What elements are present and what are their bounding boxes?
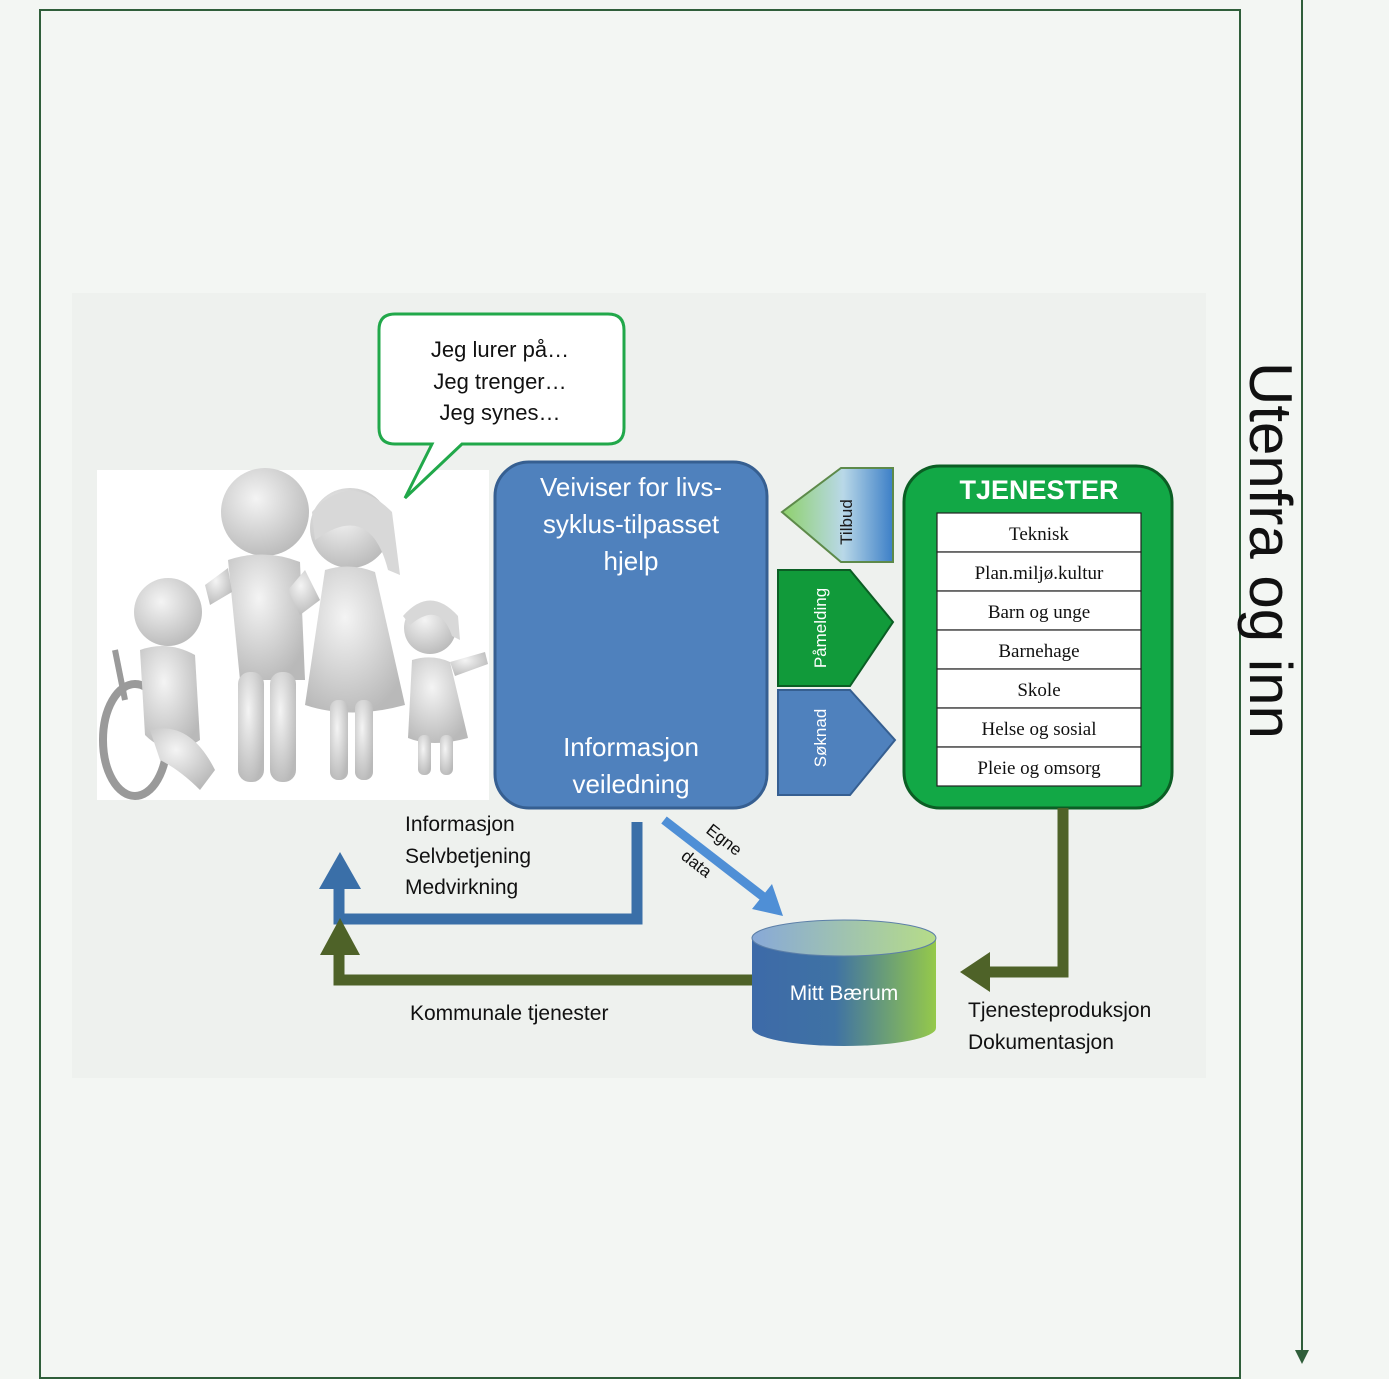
production-line-2: Dokumentasjon <box>968 1031 1114 1054</box>
guide-title-line-2: syklus-tilpasset <box>543 509 720 539</box>
bubble-line-3: Jeg synes… <box>439 400 560 425</box>
channel-information: Informasjon <box>405 813 515 836</box>
production-arrow <box>960 808 1069 992</box>
service-row <box>936 707 1142 748</box>
family-illustration <box>97 468 489 800</box>
bubble-line-1: Jeg lurer på… <box>431 337 569 362</box>
service-item: Helse og sosial <box>981 719 1096 740</box>
application-arrow: Søknad <box>777 689 897 796</box>
guide-title-line-3: hjelp <box>604 546 659 576</box>
bubble-line-2: Jeg trenger… <box>433 369 566 394</box>
service-item: Barn og unge <box>988 602 1090 623</box>
signup-arrow: Påmelding <box>777 569 895 687</box>
service-item: Plan.miljø.kultur <box>975 563 1104 584</box>
service-row <box>936 590 1142 631</box>
database-label: Mitt Bærum <box>790 982 899 1005</box>
services-title: TJENESTER <box>959 475 1118 505</box>
guide-bottom-line-2: veiledning <box>572 769 689 799</box>
own-data-arrow: Egne data <box>661 816 783 916</box>
service-item: Pleie og omsorg <box>977 758 1101 779</box>
database-cylinder: Mitt Bærum <box>751 919 937 1046</box>
service-row <box>936 746 1142 787</box>
guide-bottom-line-1: Informasjon <box>563 732 699 762</box>
service-item: Barnehage <box>998 641 1079 662</box>
municipal-services-label: Kommunale tjenester <box>410 1002 608 1025</box>
service-row <box>936 668 1142 709</box>
application-label: Søknad <box>811 709 830 768</box>
service-item: Teknisk <box>1009 524 1069 545</box>
channel-participation: Medvirkning <box>405 876 518 899</box>
service-item: Skole <box>1017 680 1060 701</box>
municipal-arrow <box>320 918 752 986</box>
blue-return-arrow <box>319 822 643 925</box>
speech-bubble: Jeg lurer på… Jeg trenger… Jeg synes… <box>377 312 626 500</box>
offer-label: Tilbud <box>837 499 856 545</box>
production-line-1: Tjenesteproduksjon <box>968 999 1151 1022</box>
service-row <box>936 551 1142 592</box>
guide-title-line-1: Veiviser for livs- <box>540 472 722 502</box>
guide-box: Veiviser for livs- syklus-tilpasset hjel… <box>493 460 769 810</box>
channel-self-service: Selvbetjening <box>405 845 531 868</box>
service-row <box>936 512 1142 553</box>
offer-arrow: Tilbud <box>780 467 894 563</box>
signup-label: Påmelding <box>811 588 830 668</box>
